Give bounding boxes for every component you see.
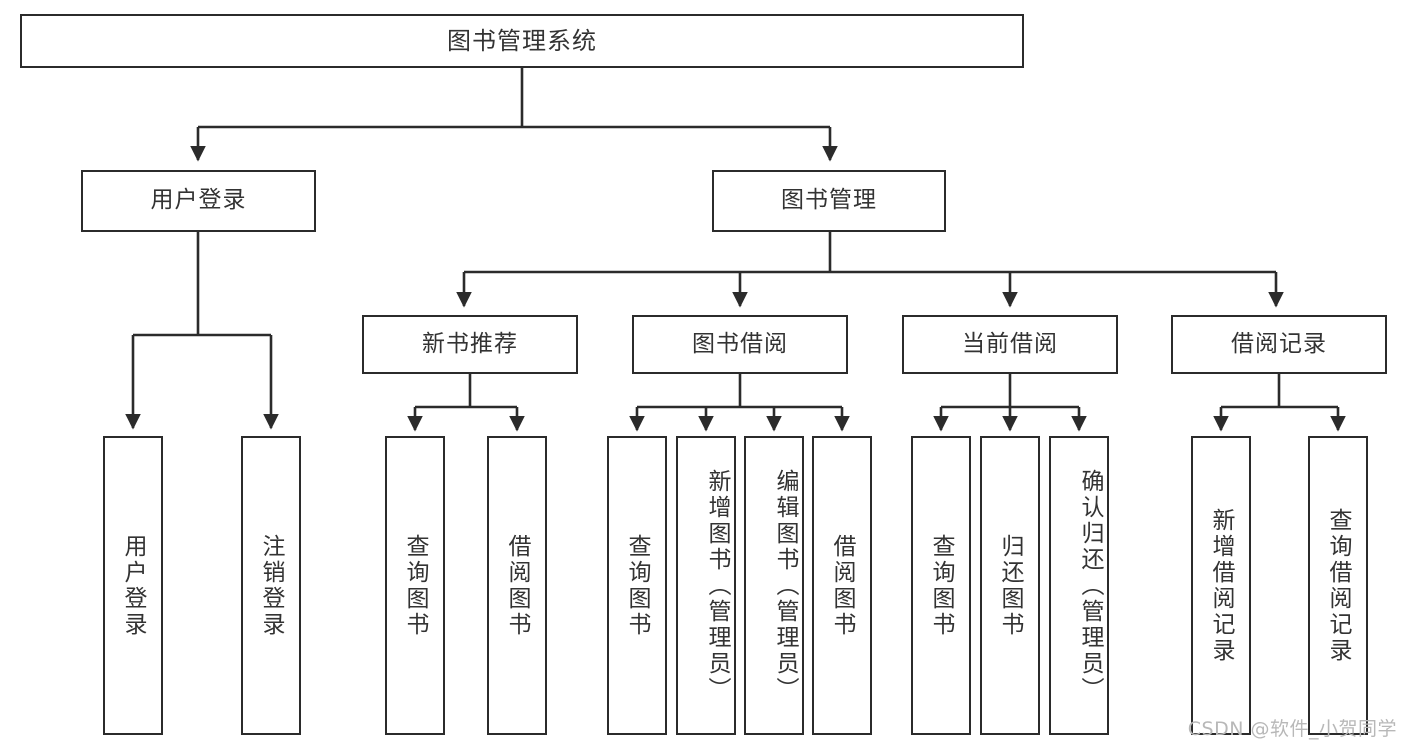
node-user-login[interactable]: 用户登录 bbox=[81, 170, 316, 232]
leaf-user-login-logout[interactable]: 注销登录 bbox=[241, 436, 301, 735]
watermark-credit: CSDN @软件_小贺同学 bbox=[1187, 718, 1397, 740]
leaf-current-borrow-query-book[interactable]: 查询图书 bbox=[911, 436, 971, 735]
leaf-user-login-login[interactable]: 用户登录 bbox=[103, 436, 163, 735]
leaf-book-borrow-add-book-admin[interactable]: 新增图书（管理员） bbox=[676, 436, 736, 735]
leaf-new-book-query-book[interactable]: 查询图书 bbox=[385, 436, 445, 735]
leaf-book-borrow-edit-book-admin[interactable]: 编辑图书（管理员） bbox=[744, 436, 804, 735]
leaf-book-borrow-query-book[interactable]: 查询图书 bbox=[607, 436, 667, 735]
leaf-current-borrow-return-book[interactable]: 归还图书 bbox=[980, 436, 1040, 735]
leaf-borrow-records-query-record[interactable]: 查询借阅记录 bbox=[1308, 436, 1368, 735]
node-book-borrow[interactable]: 图书借阅 bbox=[632, 315, 848, 374]
leaf-current-borrow-confirm-return-admin[interactable]: 确认归还（管理员） bbox=[1049, 436, 1109, 735]
leaf-book-borrow-borrow-book[interactable]: 借阅图书 bbox=[812, 436, 872, 735]
leaf-borrow-records-add-record[interactable]: 新增借阅记录 bbox=[1191, 436, 1251, 735]
node-borrow-records[interactable]: 借阅记录 bbox=[1171, 315, 1387, 374]
node-root-system[interactable]: 图书管理系统 bbox=[20, 14, 1024, 68]
leaf-new-book-borrow-book[interactable]: 借阅图书 bbox=[487, 436, 547, 735]
node-book-management[interactable]: 图书管理 bbox=[712, 170, 946, 232]
node-new-book-recommend[interactable]: 新书推荐 bbox=[362, 315, 578, 374]
node-current-borrow[interactable]: 当前借阅 bbox=[902, 315, 1118, 374]
